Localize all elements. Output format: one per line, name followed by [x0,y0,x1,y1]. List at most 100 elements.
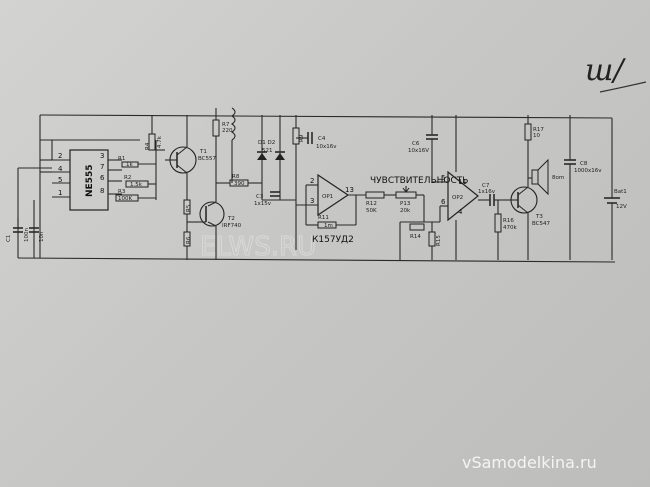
t3-type: BC547 [532,221,551,227]
r2-value: 1.5k [130,182,143,188]
r3-value: 100K [118,196,132,202]
c8-value: 1000x16v [574,168,602,174]
r8-label: R8 [232,174,240,180]
capacitor-c7: C7 1x16v [478,183,496,206]
capacitor-c8: C8 1000x16v [564,115,602,260]
op2-pin-5: 5 [441,174,445,182]
op1-label: OP1 [322,194,333,200]
ne555-pin-4: 4 [58,165,63,173]
t2-label: T2 [227,216,235,222]
r16-value: 470k [503,225,517,231]
handwritten-mark: ш/ [585,53,626,88]
ghost-watermark: ELWS.RU [200,232,316,262]
r8-value: 390 [234,181,245,187]
r7-value: 220 [222,128,233,134]
ne555-pin-2: 2 [58,152,62,160]
r4-label: R4 [145,142,151,150]
c6-label: C6 [412,141,420,147]
p13-value: 20k [400,208,411,214]
c3-value: 1x15v [254,201,272,207]
resistor-r11: R11 1m [306,195,357,229]
r16-label: R16 [503,218,514,224]
resistor-r3: R3 100K [115,189,139,202]
resistor-r1: R1 1k [118,156,139,168]
resistor-r12: R12 50K [365,191,385,214]
t1-label: T1 [199,149,207,155]
opamp-op1: OP1 2 3 13 [296,173,354,217]
op2-pin-6: 6 [441,198,446,206]
r14-label: R14 [410,234,421,240]
resistor-r4: R4 4.7k [145,115,165,151]
c8-label: C8 [580,161,588,167]
ne555-pin-1: 1 [58,189,62,197]
c4-value: 10x16v [316,144,337,150]
resistor-r8: R8 390 [216,174,262,187]
ne555-pin-6: 6 [100,174,105,182]
c7-value: 1x16v [478,189,496,195]
r12-label: R12 [366,201,377,207]
resistor-r6: R6 [183,231,192,247]
potentiometer-p13: P13 20k [395,186,417,214]
r1-label: R1 [118,156,125,162]
t1-type: BC557 [198,156,217,162]
resistor-r5: R5 [183,199,192,215]
resistor-r15: R15 [428,222,442,260]
d1-d2-label: D1 D2 [258,140,275,146]
r3-label: R3 [118,189,126,195]
c1-label: C1 [6,235,12,242]
c3-label: C3 [256,194,264,200]
resistor-r14: R14 [409,223,425,240]
capacitor-c1: C1 100n [6,218,30,242]
resistor-r7: R7 220 [212,108,233,137]
ne555-pin-3: 3 [100,152,104,160]
r15-label: R15 [436,235,442,246]
op1-pin-3: 3 [310,197,314,205]
capacitor-c4: C4 10x16v [296,132,337,150]
speaker-icon: 8om [531,158,564,196]
resistor-r16: R16 470k [494,200,517,260]
c1-value: 100n [24,228,30,242]
positive-rail [39,114,613,119]
capacitor-c3: C3 1x15v [254,191,296,207]
t3-label: T3 [535,214,543,220]
p13-label: P13 [400,201,411,207]
r1-value: 1k [126,162,133,168]
r6-label: R6 [186,236,192,244]
op2-pin-11: 11 [458,178,467,186]
ne555-chip: NE555 2 4 5 1 3 7 6 8 [52,149,122,211]
r7-label: R7 [222,122,230,128]
battery-bat1: Bat1 12V [604,118,627,260]
c4-label: C4 [318,136,326,142]
diodes-d1-d2: D1 D2 521 [257,115,285,200]
inductor-coil [231,107,236,141]
r2-label: R2 [124,175,131,181]
opamp-op2: OP2 5 6 11 4 [441,170,479,222]
site-watermark: vSamodelkina.ru [462,453,597,472]
sensitivity-heading: ЧУВСТВИТЕЛЬНОСТЬ [370,176,468,186]
ne555-pin-8: 8 [100,187,104,195]
capacitor-c6: C6 10x16V [408,115,438,182]
r4-value: 4.7k [157,135,163,148]
ne555-label: NE555 [85,165,95,197]
c7-label: C7 [482,183,490,189]
r17-value: 10 [533,133,540,139]
ground-rail [17,257,616,263]
transistor-t2: T2 IRF740 [199,201,242,229]
r5-label: R5 [186,204,192,212]
battery-label: Bat1 [614,189,627,195]
speaker-label: 8om [552,175,564,181]
diode-type: 521 [262,148,273,154]
resistor-r2: R2 1.5k [124,175,149,188]
op2-label: OP2 [452,195,463,201]
r17-label: R17 [533,127,544,133]
r11-label: R11 [318,215,329,221]
ne555-pin-7: 7 [100,163,104,171]
resistor-r9: R9 [292,115,305,145]
op2-pin-4: 4 [458,208,463,216]
op1-pin-2: 2 [310,177,314,185]
opamp-type-label: К157УД2 [312,235,354,245]
r11-value: 1m [324,223,333,229]
battery-value: 12V [616,204,627,210]
r12-value: 50K [366,208,377,214]
